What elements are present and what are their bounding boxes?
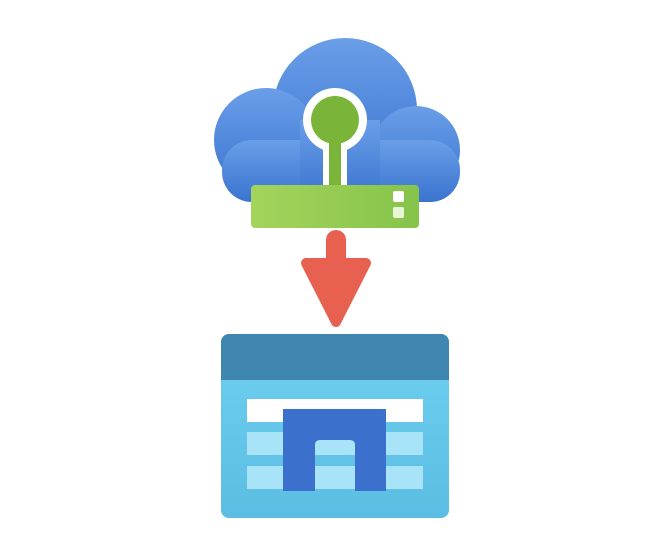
share-glyph [283, 409, 386, 491]
gateway-keyhole [303, 88, 367, 190]
gateway-bar [251, 185, 419, 228]
file-share-storage-icon [221, 334, 449, 518]
arrow-down-icon [301, 230, 371, 327]
storage-header [221, 334, 449, 380]
storage-row-3 [247, 466, 423, 489]
status-indicator-bottom [393, 207, 404, 218]
status-indicator-top [393, 191, 404, 202]
cloud-gateway-icon [214, 38, 460, 228]
